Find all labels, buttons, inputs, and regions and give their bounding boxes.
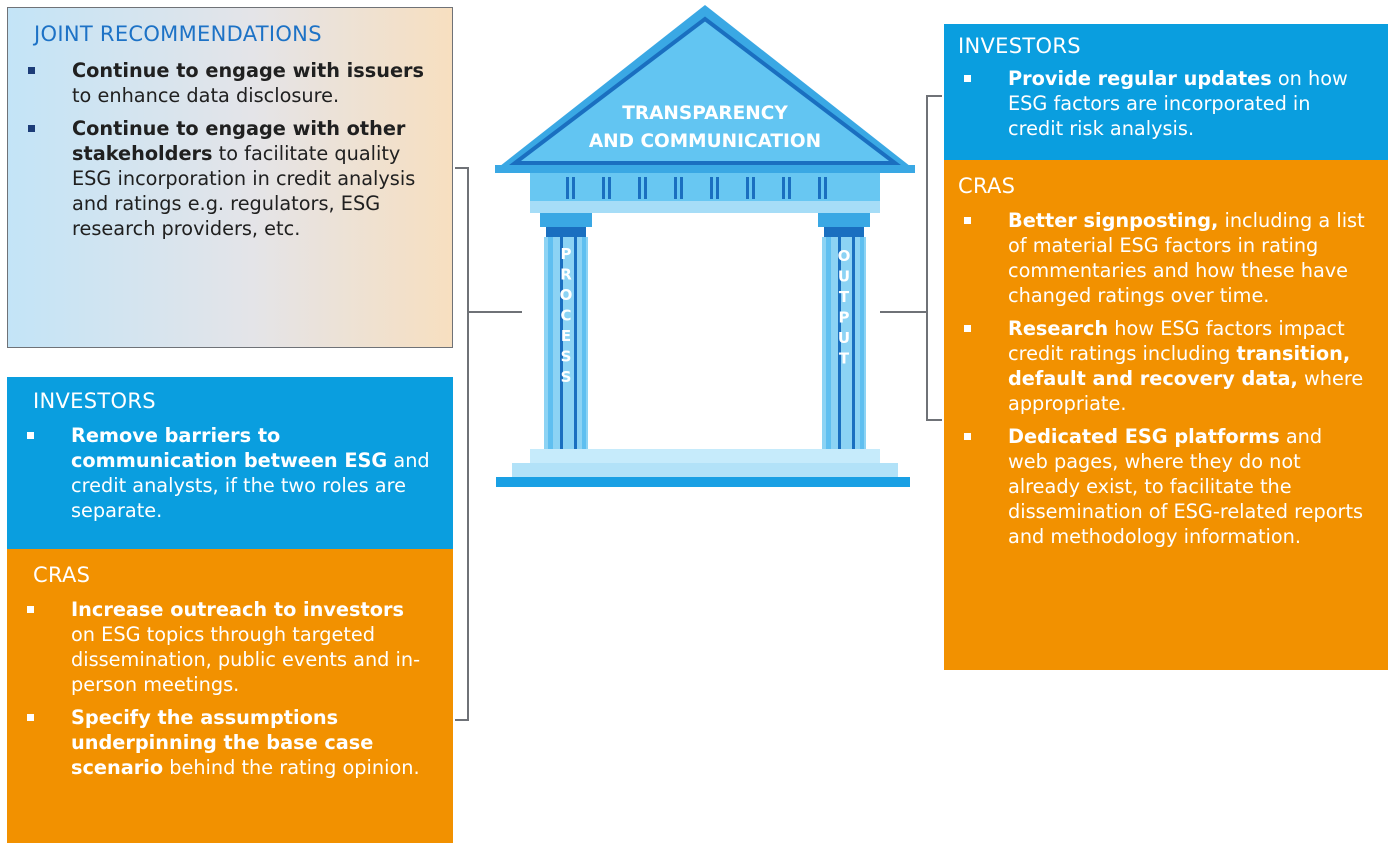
frieze-triglyphs — [566, 177, 827, 199]
item-text: and credit analysts, if the two roles ar… — [71, 449, 430, 522]
left-cras-panel: CRAS Increase outreach to investors on E… — [7, 549, 453, 843]
bullet-square-icon — [964, 217, 971, 224]
bullet-square-icon — [28, 125, 35, 132]
list-item: Specify the assumptions underpinning the… — [7, 705, 431, 780]
list-item: Continue to engage with other stakeholde… — [8, 116, 430, 241]
item-text: where appropriate. — [1008, 367, 1364, 415]
item-bold: Specify the assumptions underpinning the… — [71, 706, 374, 779]
left-investors-list: Remove barriers to communication between… — [7, 423, 431, 523]
item-text: to facilitate quality ESG incorporation … — [72, 142, 416, 240]
right-investors-panel: INVESTORS Provide regular updates on how… — [944, 24, 1388, 160]
temple-frieze — [530, 173, 880, 201]
item-text: behind the rating opinion. — [163, 756, 420, 779]
item-text: on ESG topics through targeted dissemina… — [71, 623, 421, 696]
item-bold: transition, default and recovery data, — [1008, 342, 1351, 390]
temple-base-bottom — [496, 477, 910, 487]
joint-recommendations-list: Continue to engage with issuers to enhan… — [8, 58, 430, 241]
item-bold: Better signposting, — [1008, 209, 1219, 232]
list-item: Research how ESG factors impact credit r… — [944, 316, 1366, 416]
bullet-square-icon — [27, 432, 34, 439]
temple-base-middle — [512, 463, 898, 477]
list-item: Better signposting, including a list of … — [944, 208, 1366, 308]
bullet-square-icon — [964, 433, 971, 440]
item-text: including a list of material ESG factors… — [1008, 209, 1365, 307]
item-text: and web pages, where they do not already… — [1008, 425, 1364, 548]
left-pillar — [540, 213, 592, 449]
bullet-square-icon — [964, 75, 971, 82]
item-text: how ESG factors impact credit ratings in… — [1008, 317, 1345, 365]
right-investors-list: Provide regular updates on how ESG facto… — [944, 66, 1366, 141]
joint-recommendations-panel: JOINT RECOMMENDATIONS Continue to engage… — [7, 7, 453, 348]
item-text: on how ESG factors are incorporated in c… — [1008, 67, 1348, 140]
list-item: Remove barriers to communication between… — [7, 423, 431, 523]
joint-recommendations-title: JOINT RECOMMENDATIONS — [34, 22, 322, 46]
left-bracket-line — [455, 167, 469, 721]
item-bold: Dedicated ESG platforms — [1008, 425, 1280, 448]
item-bold: Continue to engage with issuers — [72, 59, 425, 82]
item-bold: Provide regular updates — [1008, 67, 1272, 90]
item-text: to enhance data disclosure. — [72, 84, 340, 107]
right-bracket-line — [926, 95, 942, 421]
item-bold: Increase outreach to investors — [71, 598, 404, 621]
right-cras-list: Better signposting, including a list of … — [944, 208, 1366, 549]
temple-base-top — [530, 449, 880, 463]
list-item: Continue to engage with issuers to enhan… — [8, 58, 430, 108]
bullet-square-icon — [964, 325, 971, 332]
left-cras-list: Increase outreach to investors on ESG to… — [7, 597, 431, 780]
item-bold: Continue to engage with other stakeholde… — [72, 117, 406, 165]
temple-roof-inner — [509, 16, 901, 165]
left-cras-title: CRAS — [33, 563, 91, 587]
left-investors-title: INVESTORS — [33, 389, 156, 413]
bullet-square-icon — [28, 67, 35, 74]
list-item: Dedicated ESG platforms and web pages, w… — [944, 424, 1366, 549]
bullet-square-icon — [27, 714, 34, 721]
right-cras-title: CRAS — [958, 174, 1016, 198]
list-item: Increase outreach to investors on ESG to… — [7, 597, 431, 697]
right-pillar — [818, 213, 870, 449]
left-investors-panel: INVESTORS Remove barriers to communicati… — [7, 377, 453, 549]
item-bold: Research — [1008, 317, 1109, 340]
item-bold: Remove barriers to communication between… — [71, 424, 388, 472]
right-investors-title: INVESTORS — [958, 34, 1081, 58]
list-item: Provide regular updates on how ESG facto… — [944, 66, 1366, 141]
roof-text-line-2: AND COMMUNICATION — [589, 131, 821, 152]
roof-text-line-1: TRANSPARENCY — [622, 103, 788, 124]
bullet-square-icon — [27, 606, 34, 613]
right-cras-panel: CRAS Better signposting, including a lis… — [944, 160, 1388, 670]
